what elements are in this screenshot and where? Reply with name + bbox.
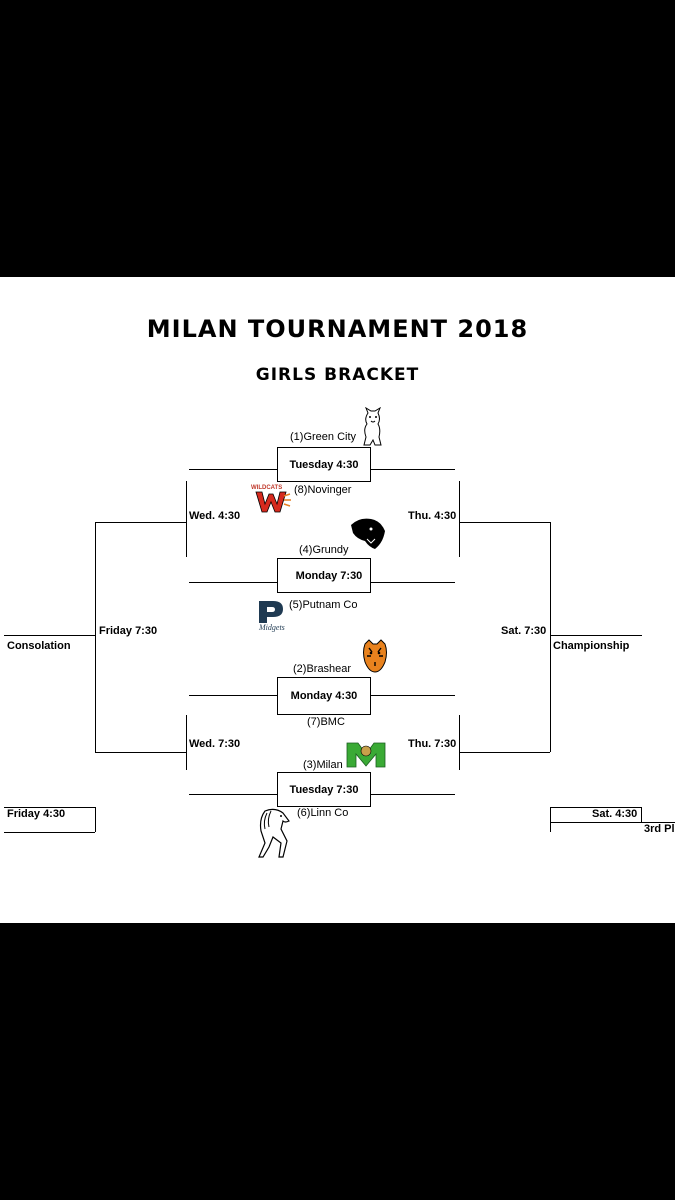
team-novinger: (8)Novinger	[294, 484, 352, 496]
line-r-g1	[371, 469, 455, 470]
team-linn-co: (6)Linn Co	[297, 807, 349, 819]
line-sat2-v	[550, 807, 551, 832]
line-l-g1	[189, 469, 277, 470]
team-brashear: (2)Brashear	[293, 663, 352, 675]
team-green-city: (1)Green City	[290, 431, 357, 443]
label-third-place: 3rd Pl	[644, 823, 675, 835]
line-l-g2	[189, 582, 277, 583]
line-wed2-h	[95, 752, 186, 753]
team-putnam-co: (5)Putnam Co	[289, 599, 358, 611]
label-consolation: Consolation	[7, 640, 71, 652]
novinger-wildcats-logo: WILDCATS	[251, 485, 291, 513]
brashear-tiger-logo	[363, 639, 387, 673]
line-friday2-top	[4, 807, 95, 808]
label-friday-430: Friday 4:30	[7, 808, 66, 820]
line-wed2-v	[186, 715, 187, 770]
line-wed1-v	[186, 481, 187, 557]
game-box-1: Tuesday 4:30	[277, 447, 371, 482]
line-sat2-bottom	[550, 822, 675, 823]
game-time: Tuesday 7:30	[289, 783, 359, 796]
line-thu1-h	[459, 522, 550, 523]
label-sat-730: Sat. 7:30	[501, 625, 547, 637]
line-r-g3	[371, 695, 455, 696]
label-championship: Championship	[553, 640, 630, 652]
line-friday2-v	[95, 807, 96, 832]
game-time: Tuesday 4:30	[289, 458, 359, 471]
label-wed-730: Wed. 7:30	[189, 738, 241, 750]
team-grundy: (4)Grundy	[299, 544, 349, 556]
line-championship	[550, 635, 642, 636]
game-box-2: Monday 7:30	[277, 558, 371, 593]
line-sat2-top	[550, 807, 642, 808]
grundy-panther-logo	[351, 518, 385, 549]
line-r-g4	[371, 794, 455, 795]
milan-m-logo	[346, 742, 386, 768]
bracket-sheet: MILAN TOURNAMENT 2018 GIRLS BRACKET Tues…	[0, 277, 675, 923]
team-bmc: (7)BMC	[307, 716, 345, 728]
putnam-co-midgets-logo: Midgets	[258, 601, 285, 632]
linn-co-mustang-logo	[258, 808, 290, 858]
label-sat-430: Sat. 4:30	[592, 808, 638, 820]
wildcats-logo-text: WILDCATS	[251, 485, 282, 491]
line-sat-v	[550, 522, 551, 752]
label-thu-730: Thu. 7:30	[408, 738, 457, 750]
game-time: Monday 4:30	[290, 690, 358, 702]
line-third-v	[641, 807, 642, 822]
line-friday2-bottom	[4, 832, 95, 833]
line-l-g3	[189, 695, 277, 696]
line-l-g4	[189, 794, 277, 795]
game-time: Monday 7:30	[295, 569, 363, 582]
line-thu1-v	[459, 481, 460, 557]
line-thu2-v	[459, 715, 460, 770]
game-box-3: Monday 4:30	[277, 677, 371, 715]
line-thu2-h	[459, 752, 550, 753]
line-r-g2	[371, 582, 455, 583]
green-city-bulldog-logo	[363, 407, 382, 446]
label-friday-730: Friday 7:30	[99, 625, 158, 637]
label-wed-430: Wed. 4:30	[189, 510, 241, 522]
line-consolation	[4, 635, 95, 636]
midgets-logo-text: Midgets	[258, 623, 285, 632]
game-box-4: Tuesday 7:30	[277, 772, 371, 807]
team-milan: (3)Milan	[303, 759, 343, 771]
label-thu-430: Thu. 4:30	[408, 510, 457, 522]
bracket-subtitle: GIRLS BRACKET	[255, 365, 420, 385]
line-friday-v	[95, 522, 96, 752]
line-wed1-h	[95, 522, 186, 523]
page-title: MILAN TOURNAMENT 2018	[146, 315, 529, 343]
